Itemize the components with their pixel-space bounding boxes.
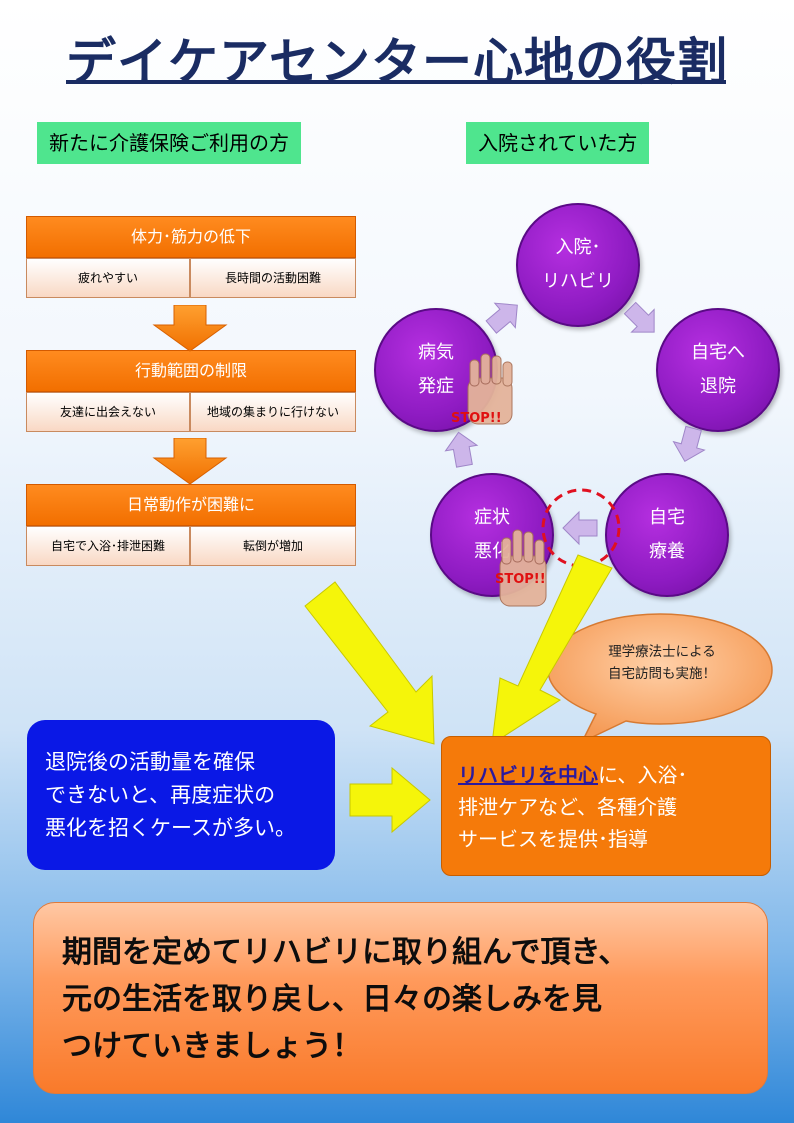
bottom-message-box: 期間を定めてリハビリに取り組んで頂き、 元の生活を取り戻し、日々の楽しみを見 つ… bbox=[33, 902, 768, 1094]
flow-step-2-head: 行動範囲の制限 bbox=[26, 350, 356, 392]
flow-step-1-right: 長時間の活動困難 bbox=[190, 258, 356, 298]
orange-service-box: リハビリを中心に、入浴･ 排泄ケアなど、各種介護 サービスを提供･指導 bbox=[441, 736, 771, 876]
cycle-node-home-care-line1: 自宅 bbox=[649, 507, 685, 528]
flow-step-2: 行動範囲の制限 友達に出会えない 地域の集まりに行けない bbox=[26, 350, 356, 432]
bubble-text: 理学療法士による 自宅訪問も実施！ bbox=[572, 641, 752, 685]
orange-box-line-1: リハビリを中心に、入浴･ bbox=[458, 759, 760, 791]
orange-box-line-2: 排泄ケアなど、各種介護 bbox=[458, 795, 677, 819]
flow-step-3: 日常動作が困難に 自宅で入浴･排泄困難 転倒が増加 bbox=[26, 484, 356, 566]
cycle-node-onset-line1: 病気 bbox=[418, 342, 454, 363]
stop-label-1: STOP!! bbox=[451, 411, 502, 426]
arrow-down-icon bbox=[672, 425, 706, 463]
cycle-node-home-care-line2: 療養 bbox=[649, 541, 685, 562]
cycle-node-worsening-line1: 症状 bbox=[474, 507, 510, 528]
cycle-node-onset-line2: 発症 bbox=[418, 376, 454, 397]
blue-box-line-2: できないと、再度症状の bbox=[45, 783, 276, 807]
down-arrow-icon bbox=[152, 438, 228, 485]
orange-box-line-3: サービスを提供･指導 bbox=[458, 827, 648, 851]
arrow-up-left-icon bbox=[444, 431, 479, 468]
yellow-arrow-diagonal-left bbox=[304, 581, 435, 745]
flow-step-2-left: 友達に出会えない bbox=[26, 392, 190, 432]
flow-step-1-head: 体力･筋力の低下 bbox=[26, 216, 356, 258]
label-hospitalized: 入院されていた方 bbox=[466, 122, 650, 164]
cycle-node-home-care: 自宅 療養 bbox=[605, 473, 729, 597]
flow-step-3-right: 転倒が増加 bbox=[190, 526, 356, 566]
orange-box-line-1-rest: に、入浴･ bbox=[598, 763, 688, 787]
blue-box-line-3: 悪化を招くケースが多い。 bbox=[45, 816, 296, 840]
cycle-node-discharge: 自宅へ 退院 bbox=[656, 308, 780, 432]
flow-step-1-left: 疲れやすい bbox=[26, 258, 190, 298]
blue-box-line-1: 退院後の活動量を確保 bbox=[45, 750, 255, 774]
cycle-node-admission: 入院･ リハビリ bbox=[516, 203, 640, 327]
bubble-line-2: 自宅訪問も実施！ bbox=[608, 666, 716, 682]
cycle-node-worsening-line2: 悪化 bbox=[474, 541, 510, 562]
arrow-up-right-icon bbox=[485, 302, 518, 334]
stop-label-2: STOP!! bbox=[495, 572, 546, 587]
flow-step-3-left: 自宅で入浴･排泄困難 bbox=[26, 526, 190, 566]
cycle-node-discharge-line1: 自宅へ bbox=[691, 342, 745, 363]
title-underline bbox=[66, 80, 726, 84]
down-arrow-icon bbox=[152, 305, 228, 352]
flow-step-1: 体力･筋力の低下 疲れやすい 長時間の活動困難 bbox=[26, 216, 356, 298]
bottom-box-line-2: 元の生活を取り戻し、日々の楽しみを見 bbox=[62, 982, 602, 1017]
bubble-line-1: 理学療法士による bbox=[608, 644, 716, 660]
label-new-users: 新たに介護保険ご利用の方 bbox=[37, 122, 301, 164]
cycle-node-admission-line1: 入院･ bbox=[555, 237, 601, 258]
blue-info-box: 退院後の活動量を確保 できないと、再度症状の 悪化を招くケースが多い。 bbox=[27, 720, 335, 870]
flow-step-3-head: 日常動作が困難に bbox=[26, 484, 356, 526]
cycle-node-admission-line2: リハビリ bbox=[542, 271, 614, 292]
yellow-arrow-horizontal bbox=[349, 766, 431, 834]
orange-box-highlight: リハビリを中心 bbox=[458, 763, 598, 787]
bottom-box-line-1: 期間を定めてリハビリに取り組んで頂き、 bbox=[62, 935, 629, 970]
bottom-box-line-3: つけていきましょう！ bbox=[62, 1029, 362, 1064]
cycle-node-discharge-line2: 退院 bbox=[700, 376, 736, 397]
flow-step-2-right: 地域の集まりに行けない bbox=[190, 392, 356, 432]
arrow-left-icon bbox=[562, 510, 598, 546]
